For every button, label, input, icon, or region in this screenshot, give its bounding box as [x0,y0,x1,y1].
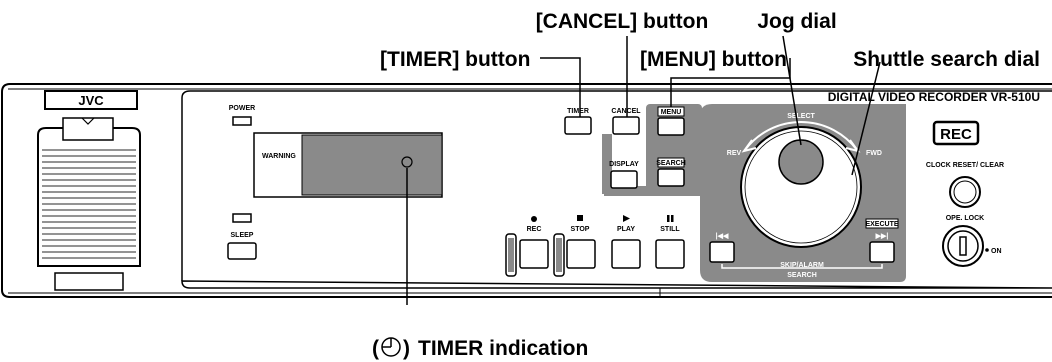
skip-forward-icon: ▶▶| [875,233,889,240]
shuttle-search-dial[interactable] [740,121,862,248]
callout-leaders [406,35,881,305]
timer-indication-label: TIMER indication [418,337,588,360]
stop-button[interactable] [566,239,596,269]
menu-button[interactable] [657,117,685,136]
jog-dial-callout: Jog dial [757,10,836,33]
jog-dial[interactable] [778,139,824,185]
timer-button[interactable] [564,116,592,135]
rec-badge-label: REC [940,126,972,143]
svg-text:(: ( [372,337,379,360]
pause-icon [667,215,670,222]
timer-indicator [401,156,413,168]
display-label: DISPLAY [609,161,639,168]
execute-label: EXECUTE [865,221,898,228]
jvc-logo-box [44,90,138,110]
display-button[interactable] [610,170,638,189]
clock-reset-label: CLOCK RESET/ CLEAR [926,162,1004,169]
power-indicator [232,116,252,126]
cancel-button-callout: [CANCEL] button [536,10,709,33]
skip-alarm-label: SKIP/ALARM [780,262,824,269]
rec-label: REC [527,226,542,233]
timer-label: TIMER [567,108,589,115]
sleep-indicator [232,213,252,223]
search-label: SEARCH [656,160,686,167]
warning-label: WARNING [262,153,296,160]
sleep-label: SLEEP [231,232,254,239]
rec-button[interactable] [519,239,549,269]
record-icon [531,216,537,222]
timer-button-callout: [TIMER] button [380,48,530,71]
select-label: SELECT [787,113,815,120]
timer-indication-callout: ( ) TIMER indication [372,337,588,360]
power-label: POWER [229,105,255,112]
cancel-button[interactable] [612,116,640,135]
model-label: DIGITAL VIDEO RECORDER VR-510U [828,90,1040,104]
play-label: PLAY [617,226,635,233]
transport-controls: REC STOP PLAY STILL [505,215,685,277]
search-button[interactable] [657,168,685,187]
menu-label: MENU [661,109,682,116]
play-icon [623,215,630,222]
search-bottom-label: SEARCH [787,272,817,279]
menu-button-callout: [MENU] button [640,48,787,71]
fwd-label: FWD [866,150,882,157]
svg-text:): ) [403,337,410,360]
rev-label: REV [727,150,742,157]
brand-label: JVC [78,93,104,108]
display-window [301,134,443,196]
sleep-button[interactable] [227,242,257,260]
ope-lock-key-switch[interactable] [942,225,984,267]
still-label: STILL [660,226,680,233]
still-button[interactable] [655,239,685,269]
skip-forward-button[interactable] [869,241,895,263]
rec-badge [932,120,980,146]
cassette-slot [37,117,141,267]
shuttle-dial-callout: Shuttle search dial [853,48,1040,71]
ope-lock-label: OPE. LOCK [946,215,985,222]
skip-back-icon: |◀◀ [716,233,729,240]
stop-icon [577,215,583,221]
play-button[interactable] [611,239,641,269]
skip-back-button[interactable] [709,241,735,263]
on-label: ON [991,248,1002,255]
stop-label: STOP [571,226,590,233]
